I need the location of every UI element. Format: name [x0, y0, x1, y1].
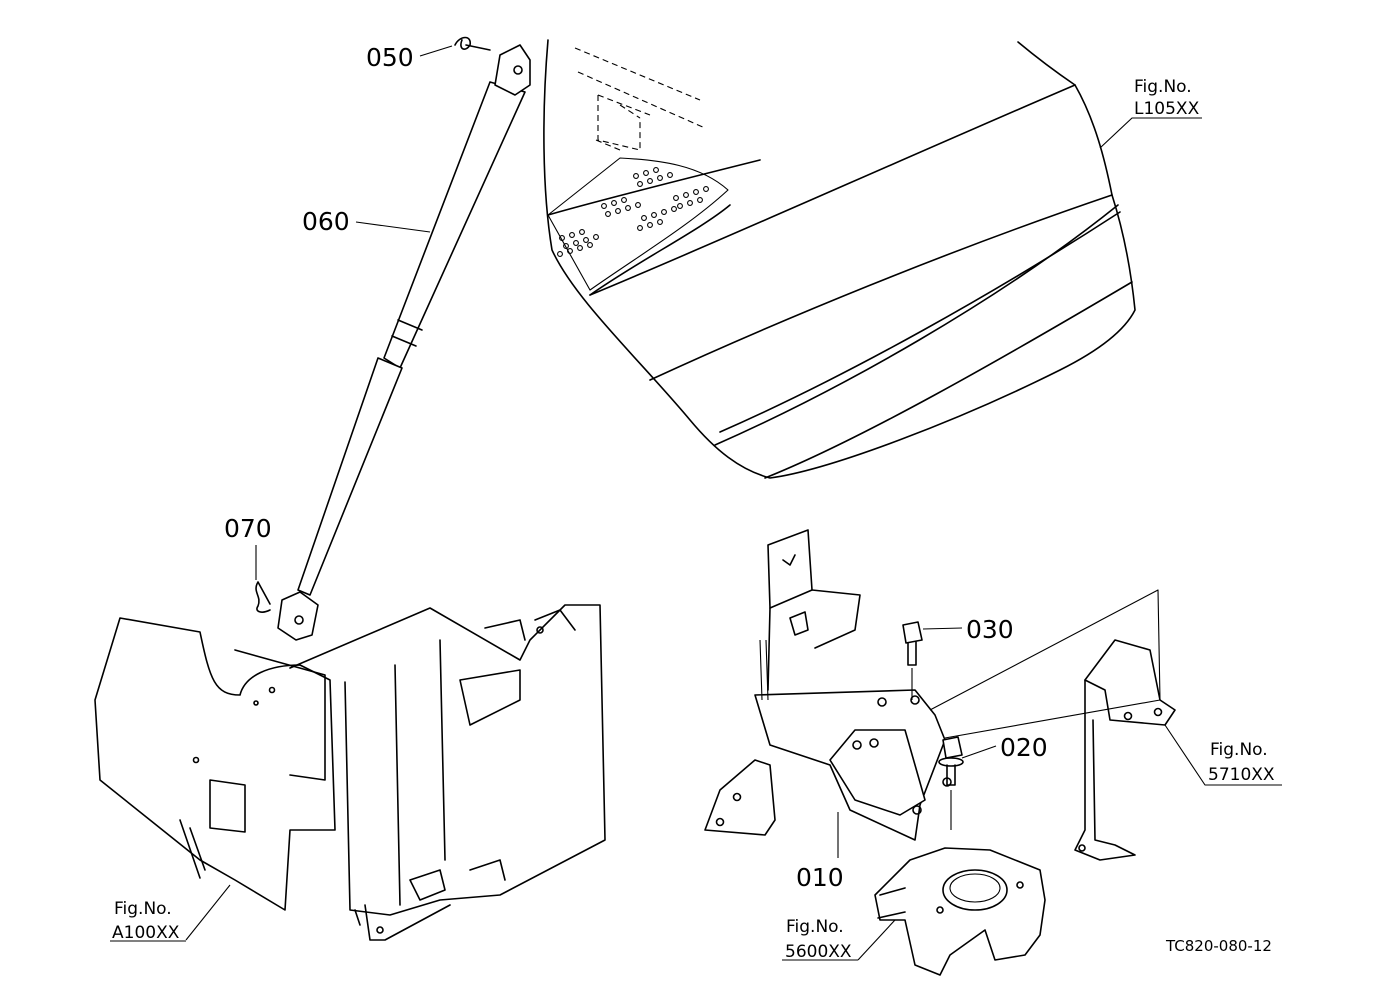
part-label-060: 060 — [302, 207, 350, 236]
leader-perspective-lines — [929, 589, 1161, 711]
fig-ref-a100-code: A100XX — [112, 923, 180, 943]
fig-ref-a100-label: Fig.No. — [114, 899, 172, 919]
fig-ref-l105-label: Fig.No. — [1134, 77, 1192, 97]
fig-ref-5710-code: 5710XX — [1208, 765, 1275, 785]
leader-lines — [185, 45, 1282, 961]
bolt-drawing — [902, 621, 964, 830]
vent-holes — [557, 167, 709, 257]
part-label-020: 020 — [1000, 733, 1048, 762]
fig-ref-5600-label: Fig.No. — [786, 917, 844, 937]
bracket-drawing — [704, 529, 952, 841]
fig-ref-l105-code: L105XX — [1134, 99, 1200, 119]
fig-ref-5600-code: 5600XX — [785, 942, 852, 962]
part-label-030: 030 — [966, 615, 1014, 644]
part-label-070: 070 — [224, 514, 272, 543]
drawing-code: TC820-080-12 — [1165, 937, 1272, 955]
bonnet-drawing — [543, 39, 1136, 479]
fig-ref-5710-label: Fig.No. — [1210, 740, 1268, 760]
part-label-050: 050 — [366, 43, 414, 72]
left-panel-drawing — [94, 604, 606, 941]
part-5600-drawing — [874, 847, 1046, 976]
part-label-010: 010 — [796, 863, 844, 892]
gas-strut-drawing — [255, 36, 531, 641]
